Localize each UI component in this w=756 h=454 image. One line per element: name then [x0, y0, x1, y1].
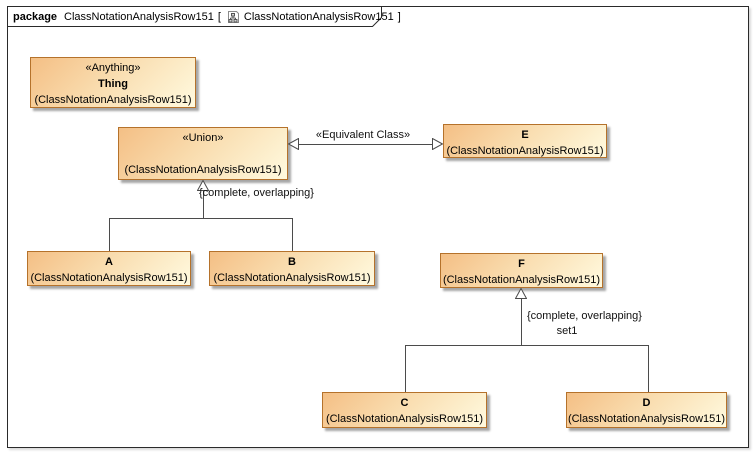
equivalent-class-line[interactable] — [299, 144, 433, 145]
class-node-d[interactable]: D (ClassNotationAnalysisRow151) — [566, 392, 727, 428]
class-node-f[interactable]: F (ClassNotationAnalysisRow151) — [440, 253, 603, 288]
f-generalization-constraint-label[interactable]: {complete, overlapping} — [527, 310, 642, 322]
qualifier-label: (ClassNotationAnalysisRow151) — [124, 164, 282, 176]
equivalent-arrowhead-left-icon — [288, 138, 299, 150]
generalization-line-union-stem[interactable] — [203, 191, 204, 218]
frame-header[interactable]: package ClassNotationAnalysisRow151 [ Cl… — [13, 9, 401, 24]
class-node-thing[interactable]: «Anything» Thing (ClassNotationAnalysisR… — [30, 57, 196, 108]
class-name: C — [400, 397, 409, 409]
qualifier-label: (ClassNotationAnalysisRow151) — [325, 413, 484, 425]
generalization-line-f-stem[interactable] — [521, 299, 522, 345]
frame-diagram-name: ClassNotationAnalysisRow151 — [243, 10, 394, 23]
class-node-c[interactable]: C (ClassNotationAnalysisRow151) — [322, 392, 487, 428]
generalization-line-b[interactable] — [292, 218, 293, 251]
class-name: F — [518, 258, 525, 270]
qualifier-label: (ClassNotationAnalysisRow151) — [34, 94, 192, 106]
stereotype-label: «Union» — [182, 132, 224, 144]
generalization-line-d[interactable] — [648, 345, 649, 392]
qualifier-label: (ClassNotationAnalysisRow151) — [446, 145, 604, 157]
qualifier-label: (ClassNotationAnalysisRow151) — [30, 272, 188, 284]
frame-open-bracket: [ — [217, 10, 221, 23]
class-node-a[interactable]: A (ClassNotationAnalysisRow151) — [27, 251, 191, 286]
qualifier-label: (ClassNotationAnalysisRow151) — [213, 272, 371, 284]
qualifier-label: (ClassNotationAnalysisRow151) — [442, 274, 601, 286]
frame-package-name: ClassNotationAnalysisRow151 — [64, 10, 214, 23]
qualifier-label: (ClassNotationAnalysisRow151) — [567, 413, 726, 425]
frame-kind-label: package — [13, 10, 58, 23]
f-generalization-set-label[interactable]: set1 — [556, 325, 578, 337]
generalization-line-f-branch[interactable] — [405, 345, 648, 346]
frame-close-bracket: ] — [397, 10, 401, 23]
equivalent-class-label[interactable]: «Equivalent Class» — [315, 129, 411, 141]
union-generalization-constraint-label[interactable]: {complete, overlapping} — [199, 187, 314, 199]
generalization-line-union-branch[interactable] — [109, 218, 292, 219]
equivalent-arrowhead-right-icon — [432, 138, 443, 150]
generalization-arrowhead-f-icon — [515, 288, 527, 299]
class-name: E — [521, 129, 529, 141]
class-diagram-icon — [227, 10, 239, 23]
class-node-union[interactable]: «Union» (ClassNotationAnalysisRow151) — [118, 127, 288, 180]
class-node-e[interactable]: E (ClassNotationAnalysisRow151) — [443, 124, 607, 158]
class-node-b[interactable]: B (ClassNotationAnalysisRow151) — [209, 251, 375, 286]
generalization-line-c[interactable] — [405, 345, 406, 392]
class-name: A — [105, 256, 113, 268]
class-name — [119, 146, 287, 162]
stereotype-label: «Anything» — [85, 62, 141, 74]
class-name: B — [288, 256, 296, 268]
frame-header-tab-shape — [7, 6, 382, 27]
class-name: Thing — [98, 78, 128, 90]
class-name: D — [642, 397, 651, 409]
generalization-line-a[interactable] — [109, 218, 110, 251]
generalization-arrowhead-union-icon — [197, 180, 209, 191]
